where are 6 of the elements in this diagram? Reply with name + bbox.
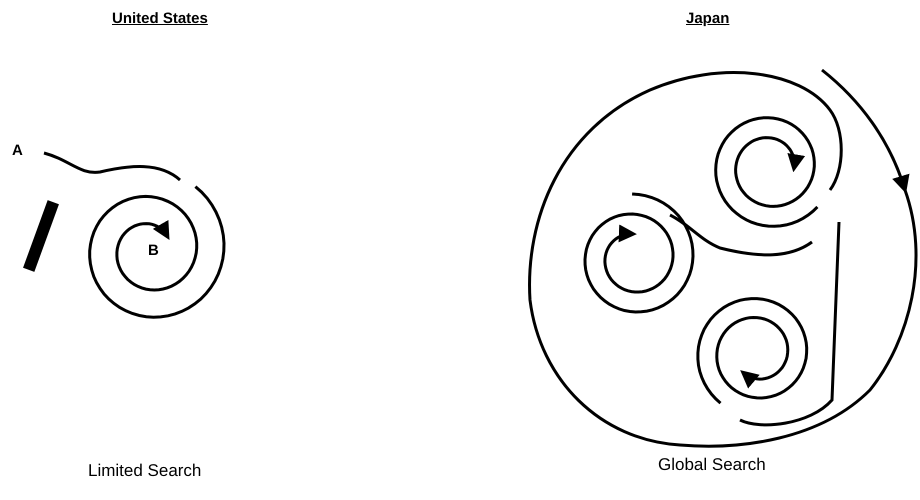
caption: Global Search — [658, 454, 766, 476]
heading: Japan — [686, 9, 730, 29]
point-label: B — [148, 241, 159, 261]
point-label: A — [12, 141, 23, 161]
caption: Limited Search — [88, 460, 202, 482]
heading: United States — [112, 9, 208, 29]
